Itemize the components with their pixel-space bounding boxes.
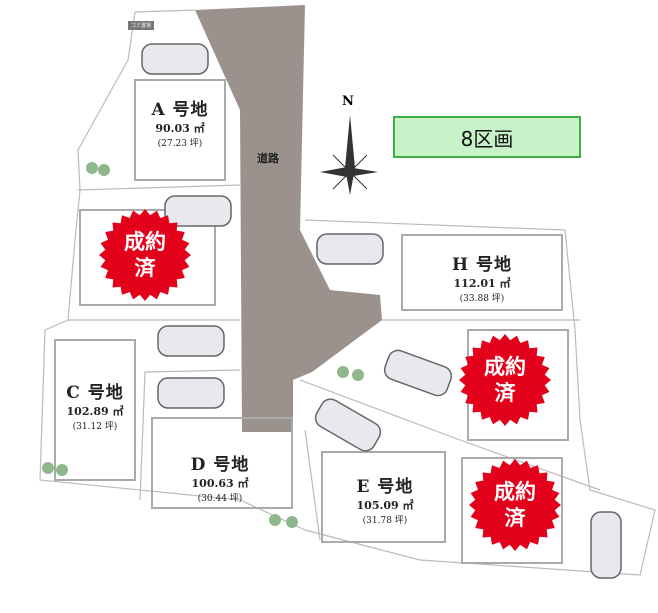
sold-seal-shape: [459, 334, 551, 426]
tree-icons: [42, 162, 364, 528]
lot-area: 100.63 ㎡: [191, 477, 249, 490]
lot-name: E 号地: [356, 477, 414, 497]
sold-seal-shape: [469, 459, 561, 551]
sold-badge: 成約 済: [97, 207, 193, 303]
sold-badge: 成約 済: [467, 457, 563, 553]
lot-name: H 号地: [452, 255, 512, 275]
lot-count-box: 8区画: [393, 116, 581, 158]
road: [195, 5, 382, 432]
lot-tsubo: (27.23 坪): [157, 139, 203, 149]
car-icons: [141, 43, 622, 579]
lot-tsubo: (31.12 坪): [72, 422, 118, 432]
trash-area-label: ゴミ置場: [128, 21, 155, 30]
compass-icon: [320, 115, 378, 195]
sold-badge-label: 成約 済: [484, 355, 526, 405]
lot-area: 105.09 ㎡: [356, 499, 414, 512]
sold-stars: [99, 209, 561, 551]
road-label: 道路: [257, 152, 279, 165]
lot-a[interactable]: A 号地 90.03 ㎡ (27.23 坪): [135, 95, 225, 149]
lot-d[interactable]: D 号地 100.63 ㎡ (30.44 坪): [160, 450, 280, 504]
lot-c[interactable]: C 号地 102.89 ㎡ (31.12 坪): [50, 378, 140, 432]
lot-area: 90.03 ㎡: [155, 122, 205, 135]
sold-seal-shape: [99, 209, 191, 301]
lot-h[interactable]: H 号地 112.01 ㎡ (33.88 坪): [402, 250, 562, 304]
lot-e[interactable]: E 号地 105.09 ㎡ (31.78 坪): [330, 472, 440, 526]
sold-badge-label: 成約 済: [494, 480, 536, 530]
north-label: N: [342, 94, 354, 109]
lot-area: 102.89 ㎡: [66, 405, 124, 418]
lot-tsubo: (31.78 坪): [362, 516, 408, 526]
lot-name: A 号地: [151, 100, 209, 120]
sold-badge-label: 成約 済: [124, 230, 166, 280]
lot-tsubo: (33.88 坪): [459, 294, 505, 304]
lot-tsubo: (30.44 坪): [197, 494, 243, 504]
sold-badge: 成約 済: [457, 332, 553, 428]
lot-area: 112.01 ㎡: [453, 277, 511, 290]
lot-name: D 号地: [190, 455, 250, 475]
lot-name: C 号地: [66, 383, 124, 403]
